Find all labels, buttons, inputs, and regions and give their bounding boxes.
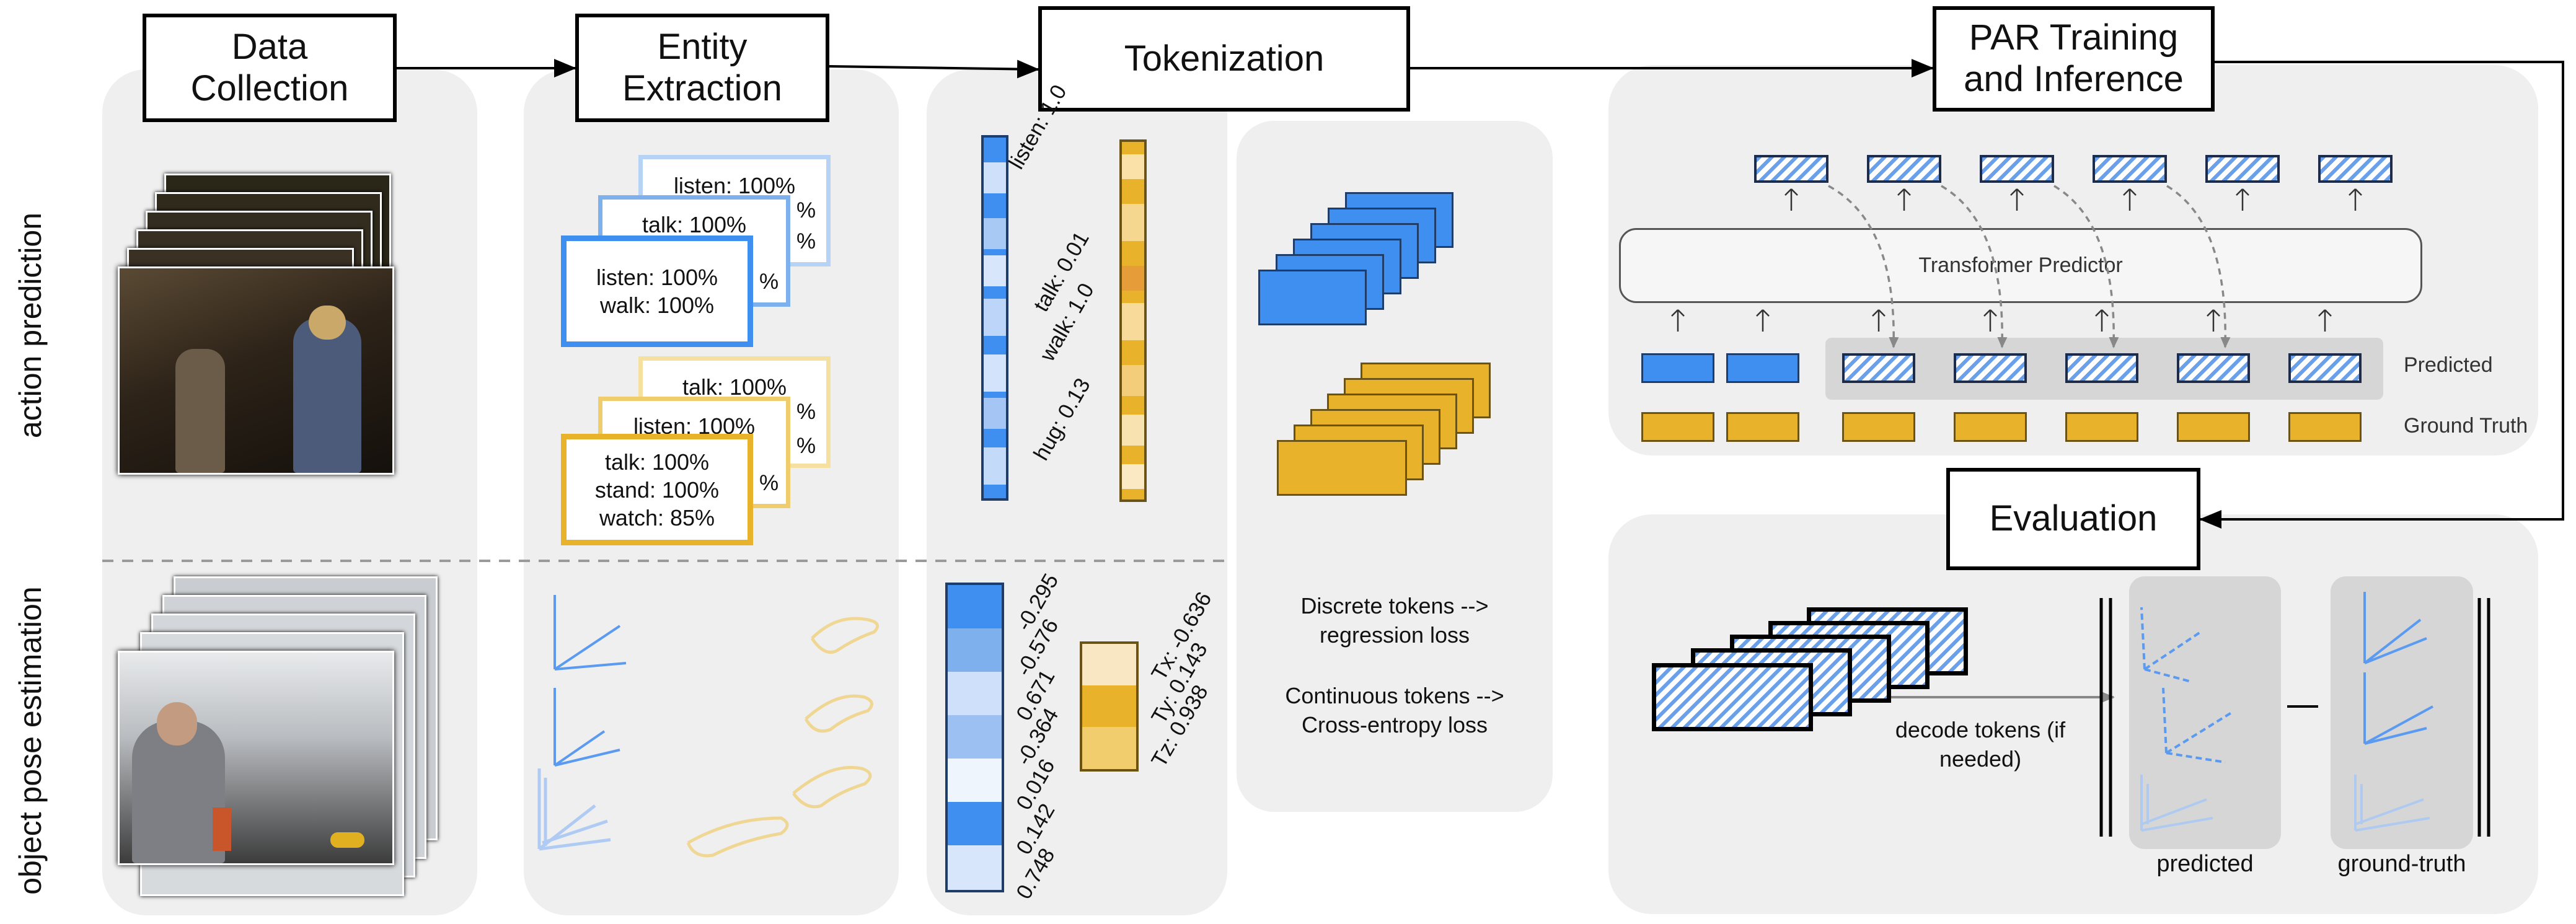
gt-token-7 (2288, 412, 2362, 442)
predicted-token-1 (1842, 353, 1915, 383)
ground-truth-label: Ground Truth (2404, 414, 2528, 438)
predicted-token-2 (1954, 353, 2027, 383)
output-token-6 (2318, 155, 2393, 183)
transformer-predictor-box: Transformer Predictor (1619, 228, 2422, 303)
predicted-token-4 (2177, 353, 2250, 383)
predicted-label: Predicted (2404, 353, 2493, 377)
action-token-bar-gold (1119, 139, 1147, 502)
pose-video-frames (118, 576, 440, 905)
peek-mark-blue-1: % (796, 198, 816, 222)
output-token-5 (2205, 155, 2280, 183)
loss-text-continuous: Continuous tokens --> Cross-entropy loss (1285, 683, 1504, 737)
peek-mark-blue-2: % (796, 229, 816, 253)
predicted-token-3 (2065, 353, 2138, 383)
entity-card-yellow-front: talk: 100% stand: 100% watch: 85% (561, 434, 753, 545)
peek-mark-yellow-3: % (759, 471, 779, 495)
gt-token-2 (1726, 412, 1799, 442)
peek-mark-blue-3: % (759, 270, 779, 294)
output-token-1 (1754, 155, 1828, 183)
predicted-caption: predicted (2156, 851, 2254, 877)
ground-truth-caption: ground-truth (2337, 851, 2466, 877)
rotation-token-bar (945, 583, 1004, 892)
input-token-blue-2 (1726, 353, 1799, 383)
action-token-bar-blue (981, 135, 1008, 501)
translation-token-bar (1080, 641, 1139, 772)
peek-mark-yellow-2: % (796, 434, 816, 458)
action-video-frames (118, 167, 394, 514)
gt-token-3 (1842, 412, 1915, 442)
stage-data-collection: Data Collection (143, 14, 397, 122)
stage-par: PAR Training and Inference (1933, 6, 2215, 112)
entity-card-blue-front: listen: 100% walk: 100% (561, 235, 753, 347)
predicted-pose-box (2129, 576, 2281, 849)
output-token-2 (1867, 155, 1941, 183)
decode-tokens-text: decode tokens (if needed) (1895, 717, 2066, 772)
gt-token-4 (1954, 412, 2027, 442)
peek-mark-yellow-1: % (796, 400, 816, 424)
output-token-4 (2093, 155, 2167, 183)
gt-token-1 (1641, 412, 1714, 442)
transformer-predictor-label: Transformer Predictor (1918, 253, 2123, 277)
input-token-blue-1 (1641, 353, 1714, 383)
gt-token-6 (2177, 412, 2250, 442)
stage-entity-extraction: Entity Extraction (575, 14, 829, 122)
stage-evaluation: Evaluation (1946, 468, 2200, 570)
gt-token-5 (2065, 412, 2138, 442)
blue-token-stack (1258, 192, 1463, 347)
gold-token-stack (1277, 363, 1500, 524)
predicted-token-5 (2288, 353, 2362, 383)
loss-text-discrete: Discrete tokens --> regression loss (1300, 593, 1489, 648)
stage-tokenization: Tokenization (1038, 6, 1410, 112)
eval-token-stack (1652, 607, 1974, 744)
output-token-3 (1980, 155, 2054, 183)
